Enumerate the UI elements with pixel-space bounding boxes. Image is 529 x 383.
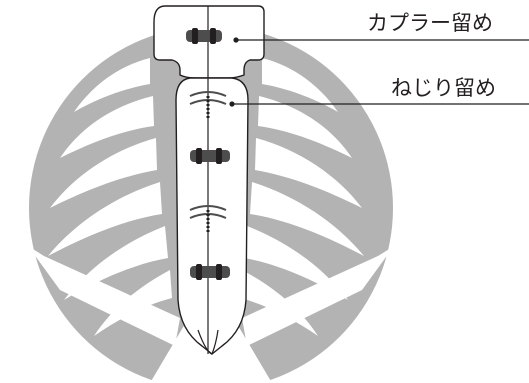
twist-fastening-label: ねじり留め: [391, 76, 496, 100]
coupler-fastener-middle: [190, 148, 230, 164]
xiphoid-process: [197, 329, 219, 355]
left-rib-gaps: [28, 58, 180, 346]
twist-fastener-lower: [189, 205, 227, 232]
sternum-body: [175, 77, 249, 355]
ribcage-illustration: [28, 26, 394, 383]
coupler-fastener-bottom: [190, 264, 230, 280]
coupler-fastening-label: カプラー留め: [367, 11, 493, 35]
twist-fastener-upper: [189, 91, 227, 118]
callout-leaders: [229, 37, 529, 107]
right-rib-gaps: [240, 58, 394, 346]
coupler-fastener-top: [186, 28, 222, 44]
